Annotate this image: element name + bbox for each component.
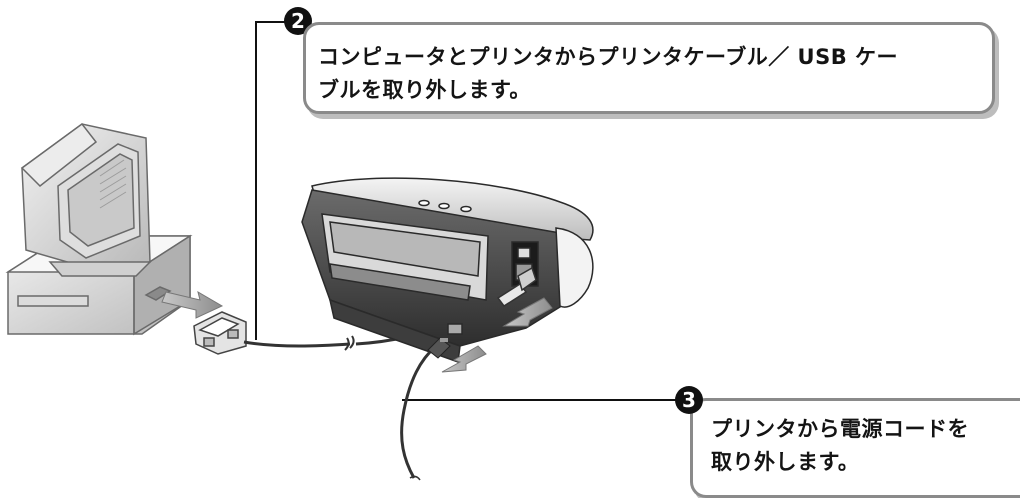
step-3-instruction-line-2: 取り外します。 — [711, 450, 860, 474]
computer-icon — [5, 122, 193, 336]
arrow-icon — [161, 290, 224, 319]
step-2-instruction-line-1: コンピュータとプリンタからプリンタケーブル／ USB ケー — [318, 45, 899, 69]
power-cord-icon — [400, 337, 451, 481]
printer-cable-connector-icon — [193, 311, 247, 355]
arrow-icon — [502, 297, 553, 327]
step-2-instruction-line-2: ブルを取り外します。 — [318, 78, 531, 102]
step-number-badge: 2 — [284, 7, 312, 35]
arrow-icon — [441, 345, 487, 373]
step-3-instruction-line-1: プリンタから電源コードを — [711, 417, 969, 441]
printer-cable-connector-icon — [496, 266, 537, 308]
leader-line-step-2 — [255, 21, 290, 340]
step-3-callout: プリンタから電源コードを 取り外します。 — [690, 398, 1020, 498]
printer-icon — [301, 177, 594, 364]
step-2-callout: コンピュータとプリンタからプリンタケーブル／ USB ケー ブルを取り外します。 — [303, 22, 995, 114]
step-number-badge: 3 — [675, 386, 703, 414]
